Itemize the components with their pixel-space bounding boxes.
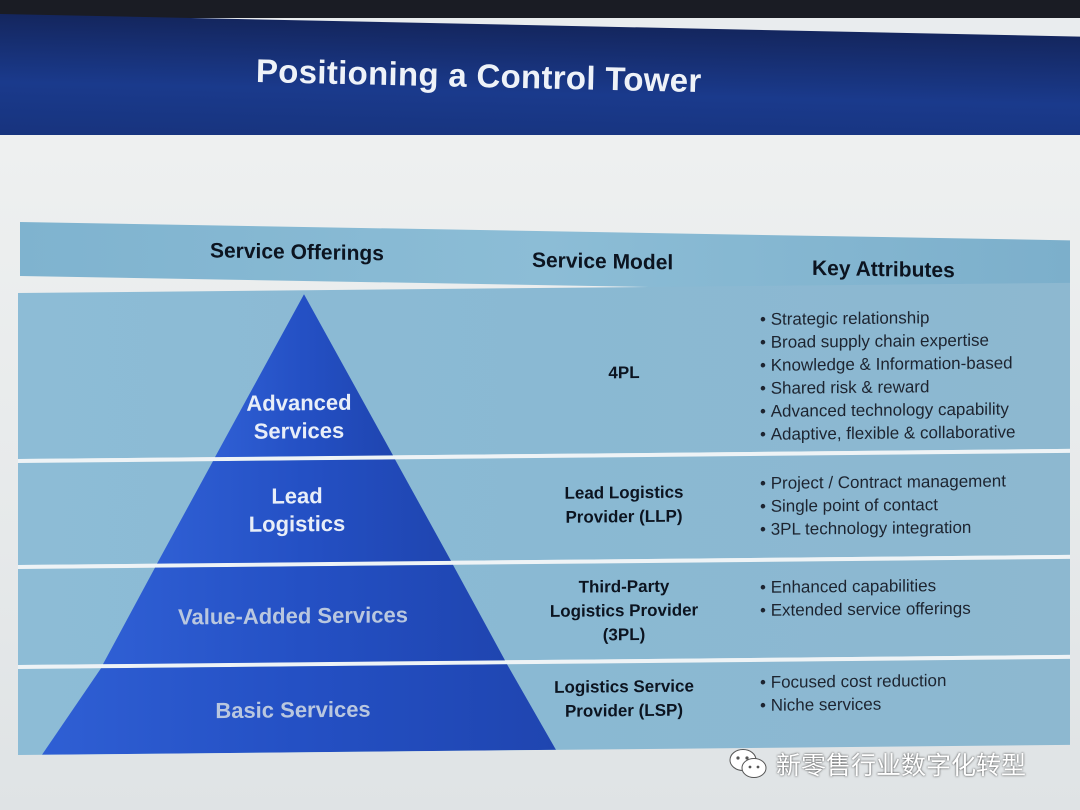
tier-label-line: Logistics	[248, 510, 346, 537]
tier-label-line: Advanced	[246, 389, 352, 416]
model-line: Logistics Provider	[549, 600, 699, 621]
service-pyramid	[42, 294, 556, 755]
model-line: Logistics Service	[554, 676, 694, 697]
pyramid-tier-lead	[157, 459, 451, 564]
attribute-item: Knowledge & Information-based	[760, 351, 1015, 376]
attributes-advanced: Strategic relationship Broad supply chai…	[760, 305, 1016, 445]
tier-label-lead: Lead Logistics	[222, 482, 372, 539]
attribute-item: Project / Contract management	[760, 470, 1006, 495]
attribute-item: Shared risk & reward	[760, 374, 1015, 399]
service-model-3pl: Third-Party Logistics Provider (3PL)	[524, 574, 724, 648]
column-header-key-attributes: Key Attributes	[812, 256, 955, 283]
tier-label-line: Lead	[271, 483, 323, 509]
attribute-item: Adaptive, flexible & collaborative	[760, 420, 1016, 445]
service-model-4pl: 4PL	[524, 360, 724, 386]
attribute-item: Strategic relationship	[760, 305, 1015, 330]
model-line: Provider (LLP)	[565, 506, 683, 527]
wechat-icon	[729, 749, 767, 778]
attributes-value-added: Enhanced capabilities Extended service o…	[760, 574, 971, 622]
watermark: 新零售行业数字化转型	[728, 744, 1026, 784]
pyramid-tier-value-added	[103, 564, 505, 665]
column-header-service-model: Service Model	[532, 248, 674, 275]
column-header-service-offerings: Service Offerings	[210, 239, 384, 266]
tier-label-line: Services	[253, 417, 345, 444]
tier-label-advanced: Advanced Services	[224, 389, 374, 446]
tier-label-line: Basic Services	[215, 696, 371, 724]
attribute-item: Single point of contact	[760, 493, 1006, 518]
attributes-basic: Focused cost reduction Niche services	[760, 669, 947, 717]
tier-label-line: Value-Added Services	[178, 602, 408, 630]
top-edge	[0, 0, 1080, 18]
pyramid-tier-advanced	[215, 294, 393, 458]
watermark-text: 新零售行业数字化转型	[776, 752, 1027, 780]
attributes-lead: Project / Contract management Single poi…	[760, 470, 1006, 541]
tier-label-basic: Basic Services	[143, 695, 443, 726]
tier-label-value-added: Value-Added Services	[143, 601, 443, 632]
pyramid-tier-basic	[42, 664, 556, 755]
model-line: (3PL)	[602, 624, 646, 645]
model-line: Provider (LSP)	[564, 700, 684, 721]
attribute-item: Broad supply chain expertise	[760, 328, 1015, 353]
attribute-item: Extended service offerings	[760, 597, 971, 622]
attribute-item: Enhanced capabilities	[760, 574, 971, 599]
model-line: Third-Party	[578, 576, 670, 597]
model-line: 4PL	[608, 363, 640, 383]
attribute-item: Advanced technology capability	[760, 397, 1015, 422]
service-model-lsp: Logistics Service Provider (LSP)	[524, 674, 724, 724]
attribute-item: Niche services	[760, 692, 946, 717]
service-model-llp: Lead Logistics Provider (LLP)	[524, 480, 724, 530]
model-line: Lead Logistics	[564, 482, 684, 503]
tiers-table: Advanced Services Lead Logistics Value-A…	[18, 282, 1070, 755]
attribute-item: 3PL technology integration	[760, 516, 1006, 541]
attribute-item: Focused cost reduction	[760, 669, 947, 694]
